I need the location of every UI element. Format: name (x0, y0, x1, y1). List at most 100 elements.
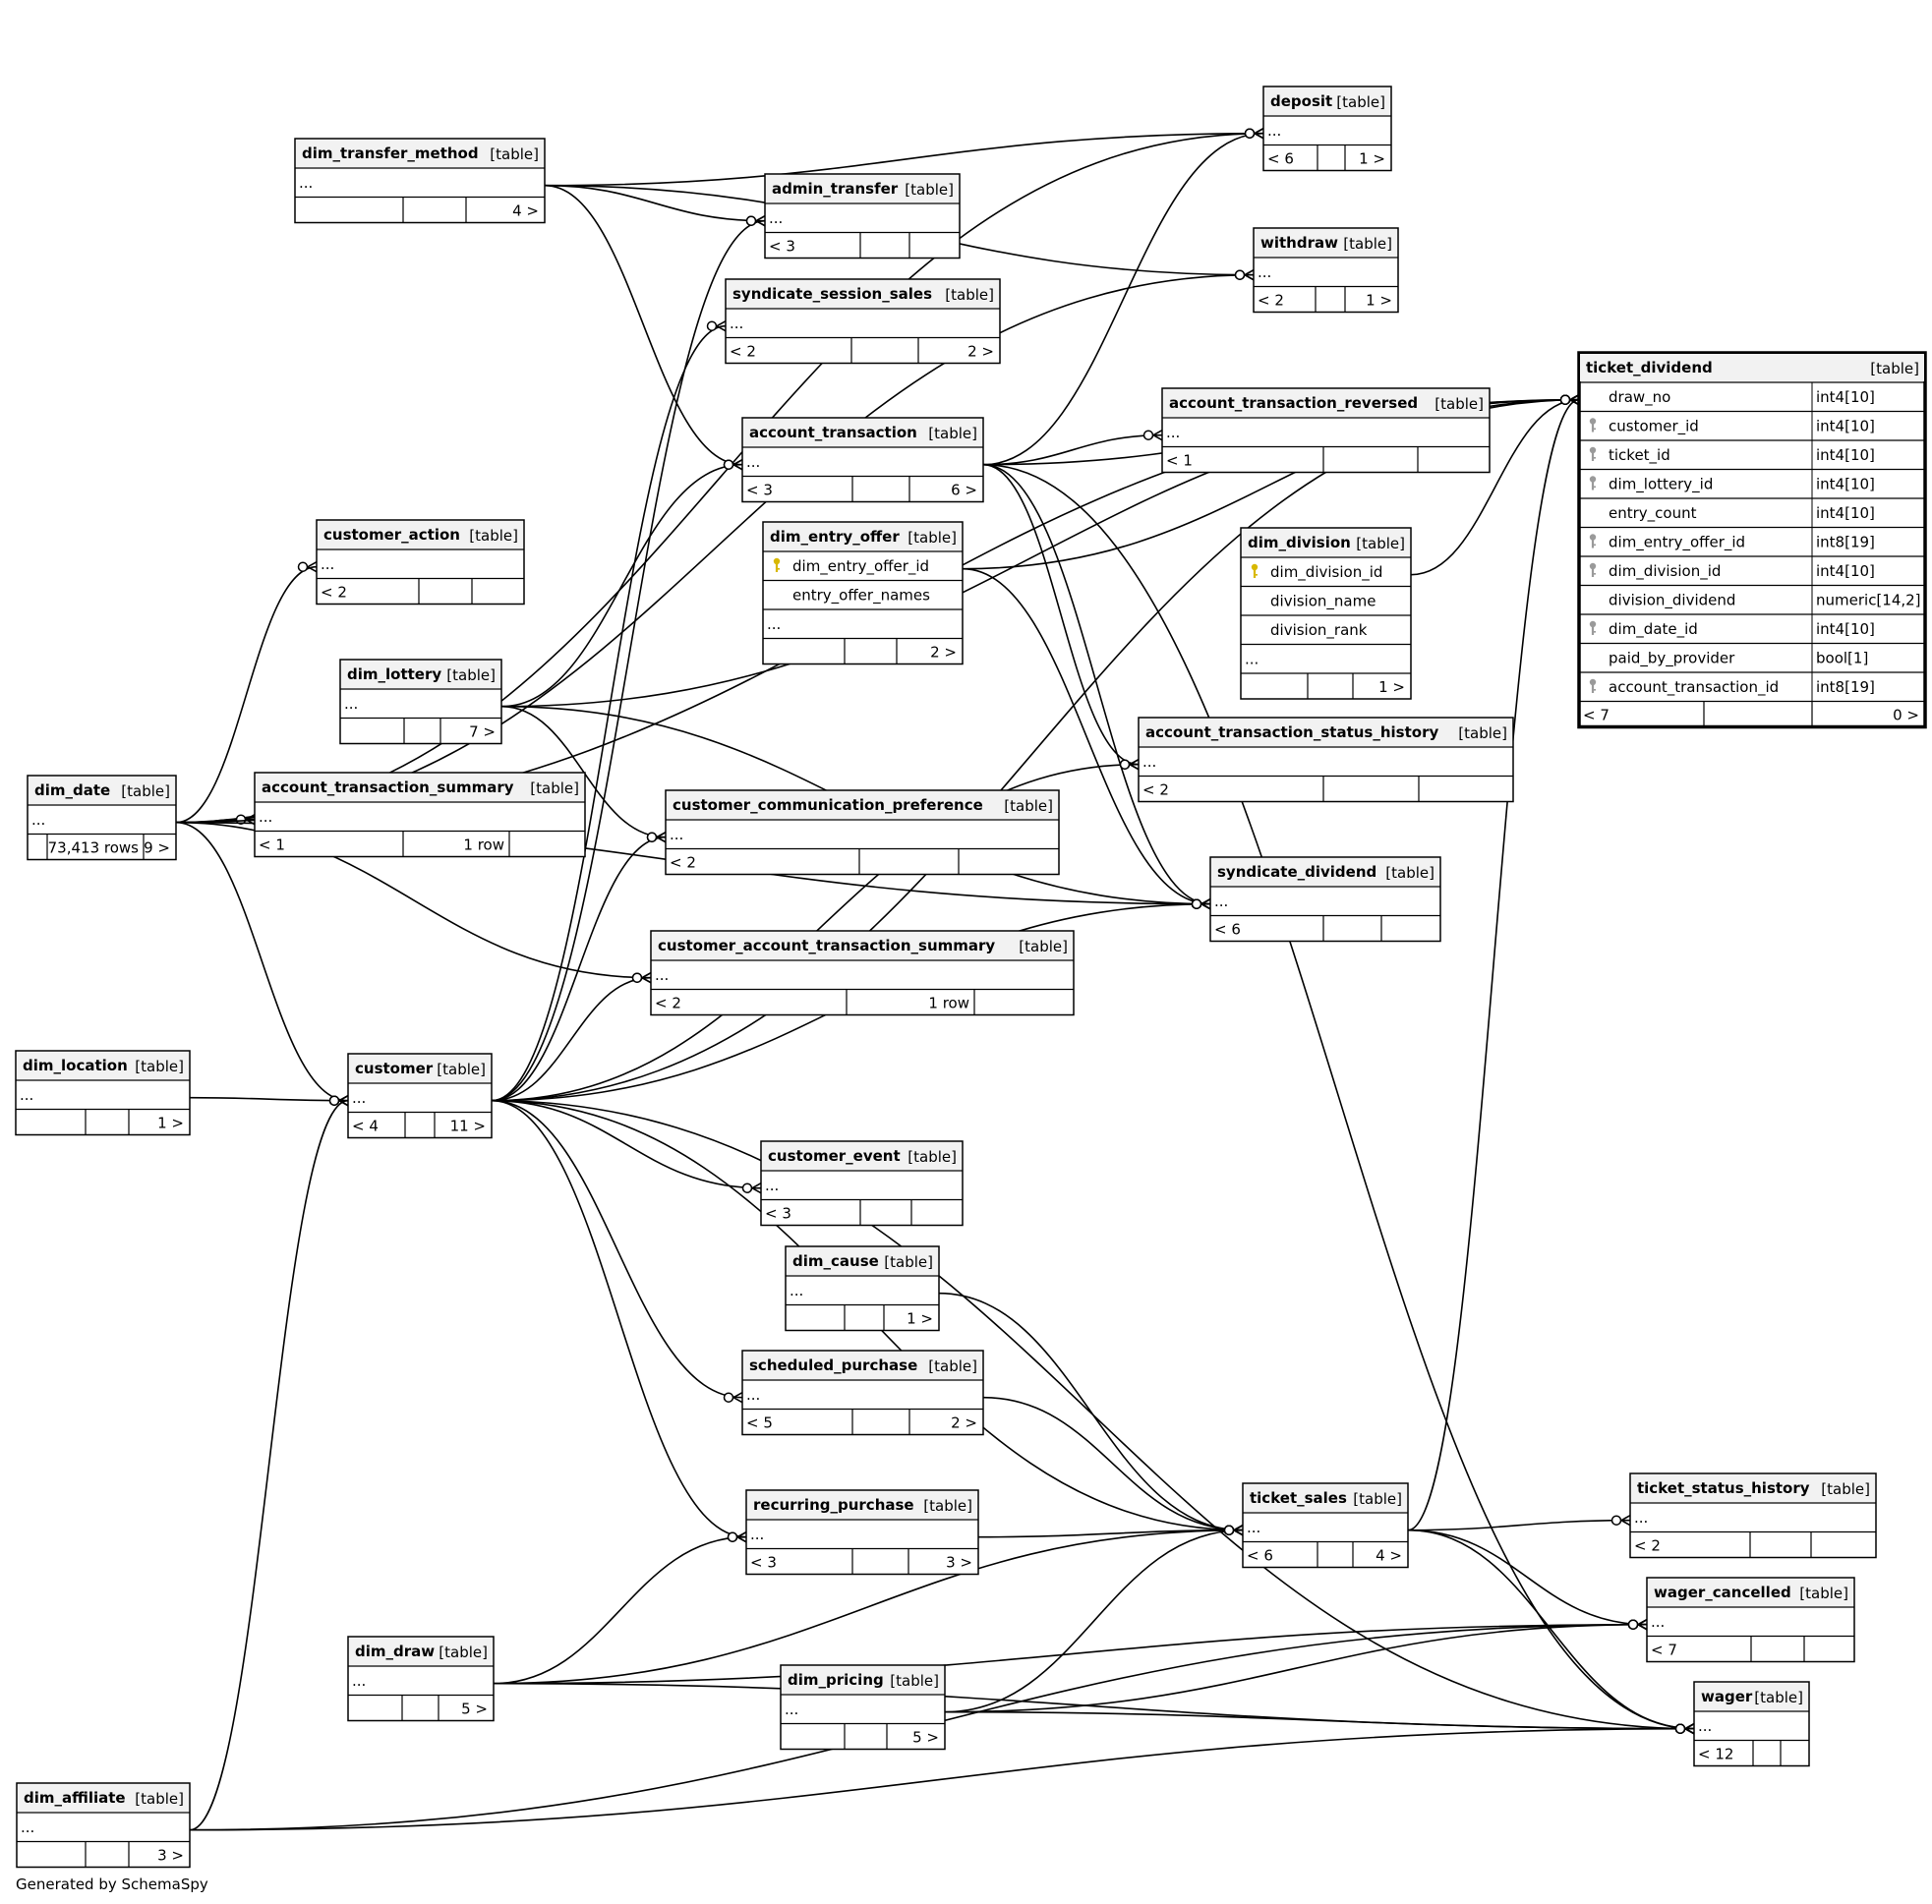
relationship-line-dim-draw-to-wager (493, 1682, 1695, 1730)
more-columns-ellipsis: ... (1258, 263, 1271, 281)
parent-count: < 1 (259, 837, 285, 854)
more-columns-ellipsis: ... (769, 209, 783, 227)
table-name: dim_lottery (347, 665, 441, 683)
table-header-band (1264, 87, 1390, 115)
child-count: 2 > (930, 644, 957, 662)
child-count: 5 > (912, 1729, 939, 1747)
table-name: wager_cancelled (1654, 1584, 1791, 1601)
table-kind: [table] (469, 527, 518, 545)
table-account-transaction-reversed[interactable]: account_transaction_reversed[table]...< … (1161, 387, 1491, 474)
more-columns-ellipsis: ... (31, 811, 45, 829)
table-account-transaction-status-history[interactable]: account_transaction_status_history[table… (1138, 717, 1514, 803)
more-columns-ellipsis: ... (344, 695, 358, 713)
column-type: int4[10] (1816, 504, 1875, 522)
parent-count: < 2 (1142, 781, 1169, 799)
table-ticket-status-history[interactable]: ticket_status_history[table]...< 2 (1629, 1472, 1877, 1559)
relationship-line-customer-to-customer-event (491, 1099, 762, 1189)
many-marker (641, 972, 652, 984)
table-header-band (787, 1247, 938, 1275)
child-count: 5 > (461, 1701, 488, 1718)
parent-count: < 6 (1214, 921, 1241, 939)
more-columns-ellipsis: ... (1142, 753, 1156, 771)
table-dim-pricing[interactable]: dim_pricing[table]...5 > (780, 1664, 946, 1751)
table-syndicate-dividend[interactable]: syndicate_dividend[table]...< 6 (1209, 856, 1441, 943)
table-dim-entry-offer[interactable]: dim_entry_offer[table]dim_entry_offer_id… (762, 521, 964, 665)
relationship-line-customer-to-recurring-purchase (491, 1099, 747, 1538)
table-kind: [table] (135, 1058, 184, 1075)
table-account-transaction-summary[interactable]: account_transaction_summary[table]...< 1… (254, 772, 586, 858)
more-columns-ellipsis: ... (767, 615, 781, 633)
table-header-band (341, 661, 500, 688)
table-dim-lottery[interactable]: dim_lottery[table]...7 > (339, 659, 502, 745)
more-columns-ellipsis: ... (746, 1386, 760, 1404)
relationship-line-dim-cause-to-ticket-sales (938, 1292, 1244, 1531)
child-count: 3 > (157, 1847, 184, 1865)
optional-marker (1674, 1723, 1686, 1734)
table-dim-location[interactable]: dim_location[table]...1 > (15, 1050, 191, 1136)
many-marker (1684, 1723, 1695, 1735)
parent-count: < 7 (1583, 707, 1610, 724)
table-dim-transfer-method[interactable]: dim_transfer_method[table]...4 > (294, 138, 546, 224)
parent-count: < 3 (765, 1205, 791, 1223)
table-header-band (1631, 1474, 1875, 1502)
relationship-line-dim-draw-to-wager-cancelled (493, 1623, 1648, 1685)
table-kind: [table] (1870, 360, 1919, 377)
table-wager-cancelled[interactable]: wager_cancelled[table]...< 7 (1646, 1577, 1855, 1663)
relationship-line-customer-to-admin-transfer (491, 219, 766, 1102)
parent-count: < 2 (670, 854, 696, 872)
parent-count: < 7 (1651, 1642, 1677, 1659)
column-name: dim_lottery_id (1609, 476, 1713, 494)
relationship-line-dim-date-to-customer (175, 821, 349, 1102)
optional-marker (1234, 269, 1246, 280)
child-count: 11 > (450, 1118, 486, 1135)
row-count: 1 row (928, 995, 969, 1012)
table-header-band (256, 774, 584, 801)
table-dim-cause[interactable]: dim_cause[table]...1 > (785, 1245, 940, 1332)
table-name: deposit (1270, 92, 1332, 110)
column-type: int4[10] (1816, 562, 1875, 580)
generated-by-footer: Generated by SchemaSpy (16, 1875, 208, 1893)
table-kind: [table] (923, 1497, 972, 1515)
table-kind: [table] (1799, 1585, 1848, 1602)
more-columns-ellipsis: ... (670, 826, 683, 843)
relationship-line-dim-pricing-to-ticket-sales (944, 1529, 1244, 1713)
table-wager[interactable]: wager[table]...< 12 (1693, 1681, 1810, 1767)
table-name: customer_action (323, 526, 460, 544)
optional-marker (1610, 1515, 1622, 1526)
many-marker (1233, 1525, 1244, 1536)
table-name: wager (1701, 1688, 1753, 1705)
table-dim-draw[interactable]: dim_draw[table]...5 > (347, 1636, 495, 1722)
optional-marker (328, 1095, 340, 1106)
many-marker (751, 1183, 762, 1194)
table-name: dim_pricing (788, 1671, 884, 1689)
table-customer-action[interactable]: customer_action[table]...< 2 (316, 519, 525, 606)
parent-count: < 2 (655, 995, 681, 1012)
optional-marker (631, 972, 643, 983)
table-header-band (743, 419, 982, 446)
table-admin-transfer[interactable]: admin_transfer[table]...< 3 (764, 173, 961, 260)
table-name: account_transaction_summary (262, 779, 514, 796)
table-kind: [table] (439, 1644, 488, 1661)
table-customer-event[interactable]: customer_event[table]...< 3 (760, 1140, 964, 1227)
child-count: 9 > (144, 839, 170, 857)
parent-count: < 2 (321, 584, 347, 602)
table-dim-affiliate[interactable]: dim_affiliate[table]...3 > (16, 1782, 191, 1869)
many-marker (732, 1392, 743, 1404)
table-customer-account-transaction-summary[interactable]: customer_account_transaction_summary[tab… (650, 930, 1075, 1016)
optional-marker (1244, 128, 1256, 139)
table-dim-division[interactable]: dim_division[table]dim_division_iddivisi… (1240, 527, 1412, 700)
primary-key-icon (773, 557, 781, 572)
table-customer-communication-preference[interactable]: customer_communication_preference[table]… (665, 789, 1060, 876)
table-name: dim_date (34, 781, 110, 799)
more-columns-ellipsis: ... (299, 174, 313, 192)
